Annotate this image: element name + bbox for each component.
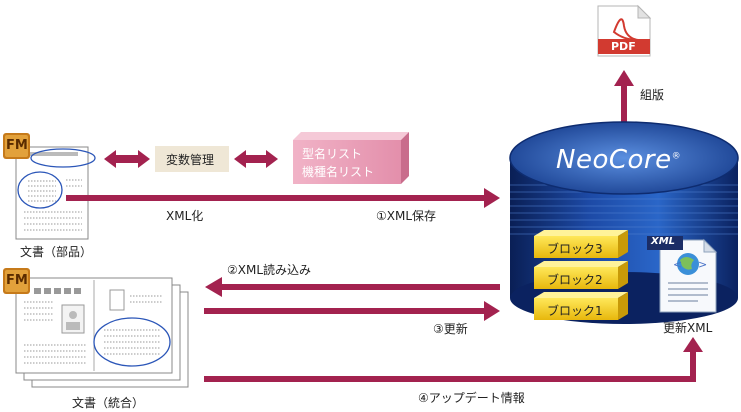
typeset-arrow (614, 70, 634, 126)
doc-integrated-caption: 文書（統合） (72, 396, 145, 410)
double-arrow (104, 150, 150, 168)
typeset-label: 組版 (640, 88, 665, 102)
update-label: ③更新 (433, 322, 468, 336)
updated-xml-label: 更新XML (663, 321, 713, 335)
variable-mgmt-label: 変数管理 (166, 153, 215, 167)
block-3-label: ブロック3 (547, 242, 603, 256)
block-1 (534, 292, 628, 320)
fm-icon-label: FM (6, 273, 28, 288)
block-1-label: ブロック1 (547, 304, 603, 318)
xml-save-label: ①XML保存 (376, 209, 437, 223)
model-list-box (293, 132, 409, 184)
neocore-logo-text: NeoCore® (556, 145, 682, 175)
doc-parts-sheet (15, 146, 96, 240)
block-2-label: ブロック2 (547, 273, 603, 287)
xml-document-icon: < > (647, 236, 718, 313)
update-info-label: ④アップデート情報 (418, 391, 525, 405)
registered-mark: ® (671, 151, 682, 162)
update-arrow (204, 301, 500, 321)
double-arrow (234, 150, 278, 168)
svg-text:>: > (698, 258, 707, 271)
fm-icon (3, 133, 30, 159)
pdf-label: PDF (611, 40, 636, 53)
xml-read-arrow (205, 277, 500, 297)
block-2 (534, 261, 628, 289)
doc-integrated-stack (15, 277, 189, 388)
xml-save-arrow (66, 188, 500, 208)
fm-icon-label: FM (6, 138, 28, 153)
svg-text:<: < (673, 258, 682, 271)
doc-parts-caption: 文書（部品） (20, 245, 93, 259)
model-list-line2: 機種名リスト (302, 165, 375, 179)
xml-badge-label: XML (651, 236, 676, 247)
model-list-line1: 型名リスト (302, 147, 363, 161)
update-info-arrow (204, 337, 703, 382)
fm-icon (3, 268, 30, 294)
block-3 (534, 230, 628, 258)
xml-convert-label: XML化 (166, 209, 204, 223)
variable-mgmt-box (155, 146, 229, 172)
pdf-icon (597, 4, 652, 57)
xml-read-label: ②XML読み込み (227, 263, 312, 277)
